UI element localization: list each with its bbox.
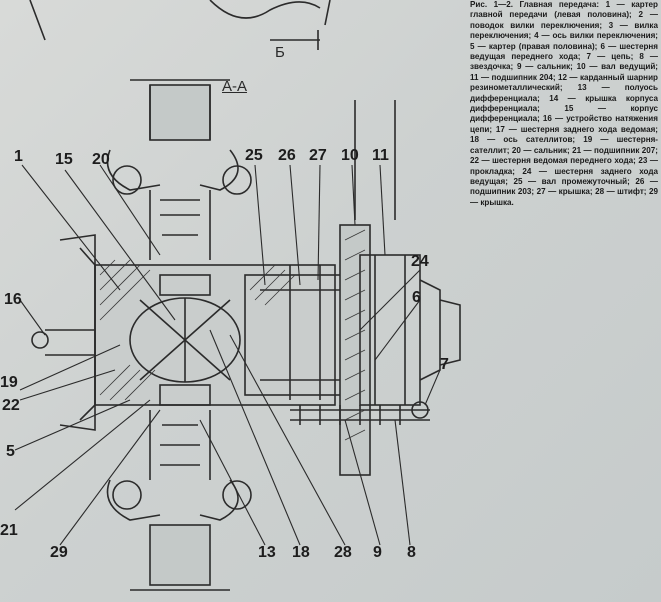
callout-24: 24 xyxy=(411,253,429,270)
callout-26: 26 xyxy=(278,147,296,164)
callout-6: 6 xyxy=(412,289,421,306)
callout-5: 5 xyxy=(6,443,15,460)
callout-9: 9 xyxy=(373,544,382,561)
callout-20: 20 xyxy=(92,151,110,168)
callout-19: 19 xyxy=(0,374,18,391)
callout-27: 27 xyxy=(309,147,327,164)
callout-11: 11 xyxy=(372,147,389,164)
callout-8: 8 xyxy=(407,544,416,561)
callout-25: 25 xyxy=(245,147,263,164)
callout-22: 22 xyxy=(2,397,20,414)
callout-1: 1 xyxy=(14,148,23,165)
section-label: А-А xyxy=(222,78,248,95)
callout-16: 16 xyxy=(4,291,22,308)
callout-18: 18 xyxy=(292,544,310,561)
callout-29: 29 xyxy=(50,544,68,561)
callout-7: 7 xyxy=(440,356,449,373)
callout-10: 10 xyxy=(341,147,359,164)
view-label: Б xyxy=(275,44,285,61)
callout-15: 15 xyxy=(55,151,73,168)
callout-28: 28 xyxy=(334,544,352,561)
figure-caption: Рис. 1—2. Главная передача: 1 — картер г… xyxy=(470,0,658,207)
callout-13: 13 xyxy=(258,544,276,561)
callout-21: 21 xyxy=(0,522,18,539)
